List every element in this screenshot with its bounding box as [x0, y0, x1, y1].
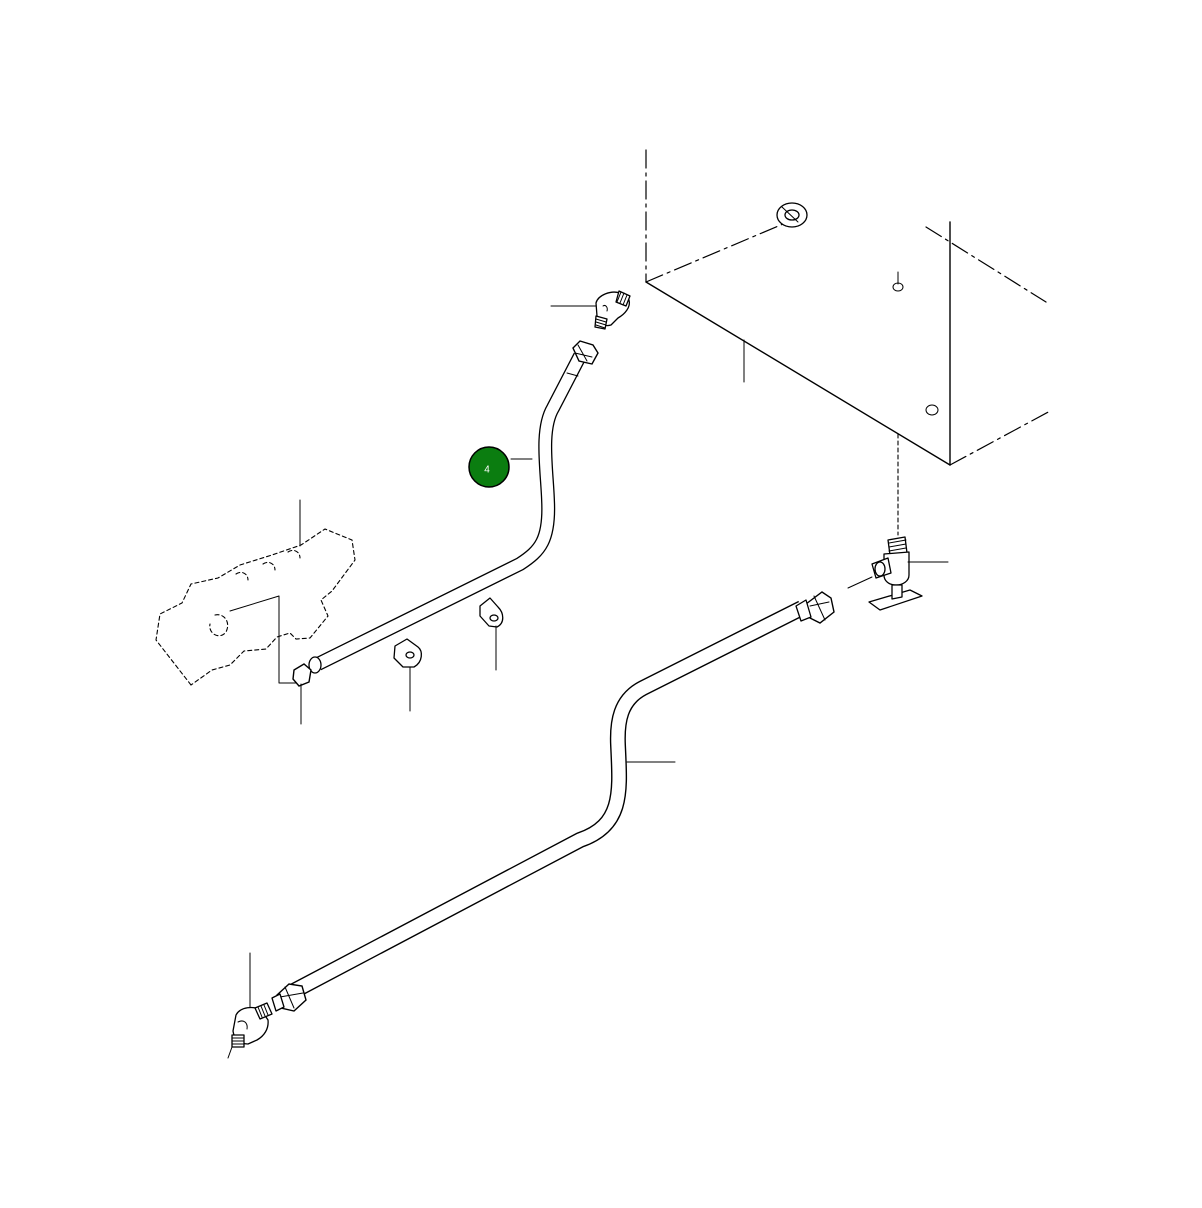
lower-pipe-upper-ferrule	[795, 599, 812, 622]
lower-elbow-fitting	[227, 952, 273, 1059]
small-nut	[292, 663, 312, 725]
upper-elbow-thread-lines-bottom	[595, 318, 607, 329]
washer-highlight	[781, 206, 799, 223]
drain-tee-thread-lines	[888, 539, 907, 552]
callout-4-label[interactable]: 4	[484, 465, 490, 476]
clip-left	[393, 638, 422, 712]
lower-elbow-curve	[237, 1020, 248, 1030]
lower-pipe-upper-nut	[805, 591, 835, 624]
tank-top-rear-edge	[645, 215, 803, 283]
drain-tee-fitting	[868, 536, 949, 611]
upper-elbow-fitting	[550, 290, 631, 330]
lower-pipe-upper-nut-lines	[809, 595, 830, 621]
upper-pipe-inner	[315, 353, 586, 670]
clip-right-body	[479, 597, 504, 628]
lower-elbow-thread-lines-top	[257, 1004, 269, 1018]
lower-elbow-tail-line	[227, 1046, 233, 1059]
fuel-tank-outline	[645, 149, 1053, 536]
clip-right-hole	[489, 614, 499, 622]
drain-tee-stem	[891, 584, 903, 600]
drain-tee-side-opening	[874, 561, 886, 577]
engine-block-outline	[155, 499, 356, 686]
lower-pipe-assembly	[271, 576, 873, 1012]
upper-pipe-outer	[314, 352, 587, 671]
upper-pipe-open-end	[308, 656, 322, 674]
lower-elbow-thread-lines-bottom	[231, 1037, 245, 1045]
tank-side-hole	[925, 404, 939, 416]
engine-block-contour	[155, 528, 356, 686]
lower-pipe-inner	[288, 602, 805, 998]
callout-4-circle[interactable]	[468, 446, 510, 488]
upper-pipe-assembly	[308, 340, 599, 674]
small-nut-body	[292, 663, 312, 687]
clip-right	[479, 597, 504, 671]
tank-front-edge	[645, 281, 951, 466]
upper-pipe-ferrule	[566, 372, 579, 377]
lower-pipe-outer	[288, 600, 806, 1000]
upper-elbow-curve	[602, 305, 608, 312]
engine-connector-line	[229, 595, 301, 684]
tank-top-right-edge	[925, 226, 1047, 303]
upper-elbow-thread-lines-top	[616, 291, 628, 306]
callout-4[interactable]: 4	[468, 446, 510, 488]
lower-pipe-lower-ferrule	[271, 993, 285, 1012]
clip-left-hole	[405, 651, 415, 659]
upper-pipe-nut-lines	[574, 344, 593, 362]
engine-block-bolts	[235, 549, 301, 581]
lower-pipe-lower-nut-lines	[279, 986, 304, 1009]
tank-bottom-right-edge	[949, 409, 1053, 466]
engine-block-port	[209, 614, 229, 637]
lower-pipe-link-line	[847, 576, 873, 589]
top-washer	[776, 202, 808, 228]
